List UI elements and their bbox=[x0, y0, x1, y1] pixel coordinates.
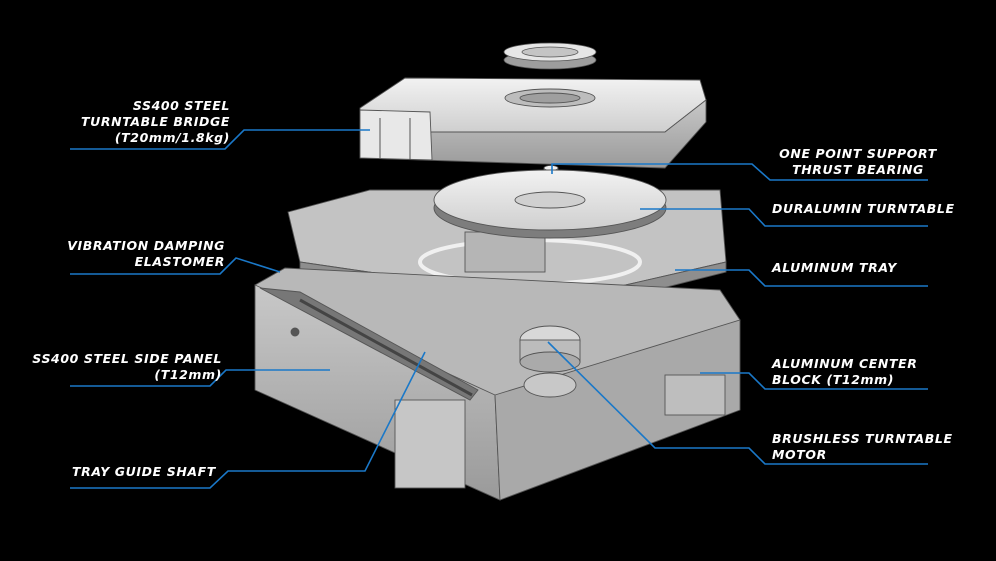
leader-lines bbox=[70, 129, 928, 489]
leader-bridge bbox=[70, 129, 370, 150]
turntable-bridge-part bbox=[359, 77, 707, 169]
label-turntable-bridge: SS400 STEEL TURNTABLE BRIDGE (T20mm/1.8k… bbox=[81, 98, 230, 145]
label-aluminum-tray: ALUMINUM TRAY bbox=[772, 260, 897, 275]
duralumin-turntable-part bbox=[433, 169, 667, 239]
top-clamp-disc bbox=[503, 42, 597, 70]
leader-center-block bbox=[700, 372, 928, 390]
leader-bearing bbox=[551, 163, 928, 181]
label-thrust-bearing: ONE POINT SUPPORT THRUST BEARING bbox=[779, 146, 937, 177]
label-vibration-damping-elastomer: VIBRATION DAMPING ELASTOMER bbox=[67, 238, 225, 269]
label-tray-guide-shaft: TRAY GUIDE SHAFT bbox=[72, 464, 216, 479]
leader-guide-shaft bbox=[70, 351, 426, 489]
leader-motor bbox=[547, 341, 928, 465]
leader-side-panel bbox=[70, 369, 330, 387]
leader-tray bbox=[675, 269, 928, 287]
leader-turntable bbox=[640, 208, 928, 227]
leader-elastomer bbox=[70, 257, 281, 275]
label-duralumin-turntable: DURALUMIN TURNTABLE bbox=[772, 201, 955, 216]
base-chassis-part bbox=[254, 267, 741, 501]
label-aluminum-center-block: ALUMINUM CENTER BLOCK (T12mm) bbox=[772, 356, 918, 387]
label-steel-side-panel: SS400 STEEL SIDE PANEL (T12mm) bbox=[32, 351, 222, 382]
label-brushless-motor: BRUSHLESS TURNTABLE MOTOR bbox=[772, 431, 953, 462]
